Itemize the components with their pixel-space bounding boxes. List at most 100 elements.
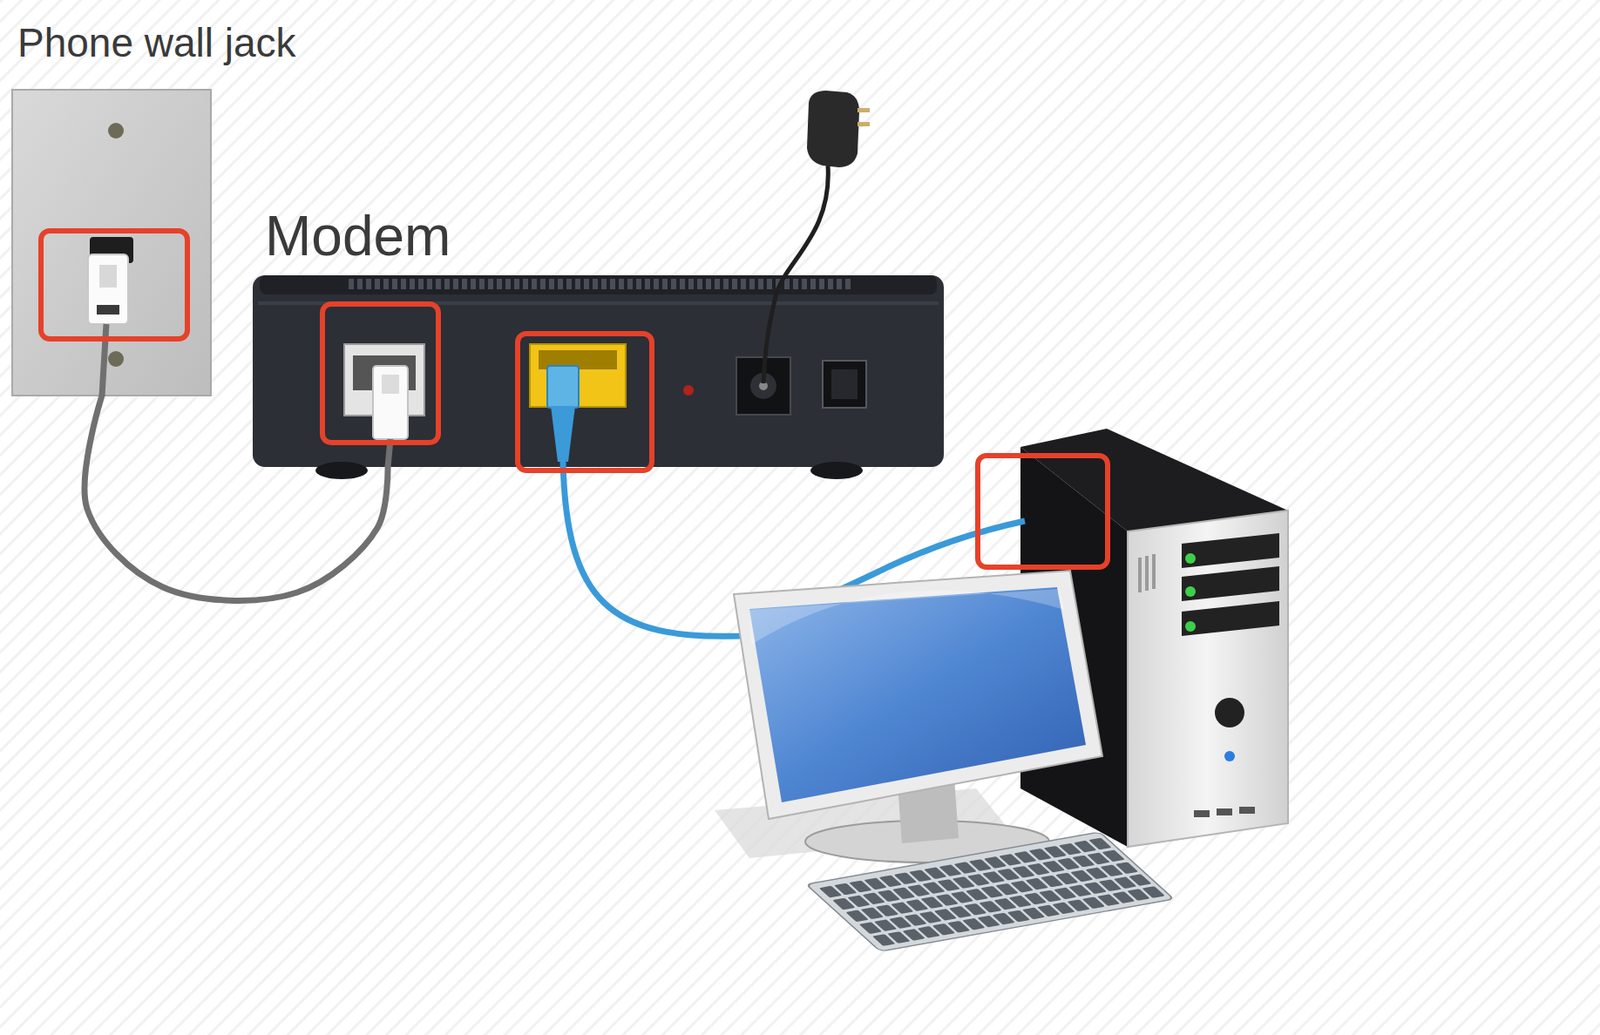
modem-housing xyxy=(688,278,694,290)
modem-housing xyxy=(383,278,389,290)
modem-housing xyxy=(662,278,668,290)
keyboard xyxy=(1101,850,1125,863)
computer-tower xyxy=(1127,510,1289,848)
modem-housing xyxy=(461,278,468,290)
phone-port xyxy=(344,344,425,468)
modem-housing xyxy=(723,278,729,290)
modem-housing xyxy=(836,278,842,290)
modem-housing xyxy=(531,278,537,290)
modem-housing xyxy=(400,278,407,290)
modem-housing xyxy=(653,278,659,290)
modem-housing xyxy=(348,278,851,290)
wall-plate xyxy=(108,351,124,367)
power-jack xyxy=(831,369,858,400)
computer-tower xyxy=(1181,533,1280,569)
monitor xyxy=(733,570,1103,820)
modem-housing xyxy=(259,275,937,295)
computer-tower xyxy=(1185,586,1196,597)
keyboard xyxy=(1141,886,1165,899)
wall-plate xyxy=(99,264,117,288)
power-adapter xyxy=(857,108,870,113)
computer-tower xyxy=(1152,554,1156,590)
modem-housing xyxy=(418,278,424,290)
modem-housing xyxy=(819,278,825,290)
power-jack xyxy=(683,385,694,396)
wall-plate xyxy=(88,254,129,325)
phone-port xyxy=(372,366,408,440)
modem-housing xyxy=(374,278,380,290)
wall-plate xyxy=(101,324,107,396)
modem-housing xyxy=(409,278,415,290)
modem-housing xyxy=(252,275,944,468)
monitor xyxy=(749,587,1086,803)
modem-housing xyxy=(575,278,581,290)
wall-plate xyxy=(12,89,211,396)
computer-tower xyxy=(1181,566,1280,602)
phone-port xyxy=(381,374,400,394)
modem-housing xyxy=(784,278,790,290)
highlight-box xyxy=(322,304,439,443)
modem-housing xyxy=(644,278,651,290)
modem-housing xyxy=(348,278,354,290)
modem-housing xyxy=(549,278,555,290)
modem-housing xyxy=(758,278,764,290)
modem-housing xyxy=(697,278,703,290)
keyboard xyxy=(806,832,1174,952)
modem-housing xyxy=(583,278,590,290)
modem-housing xyxy=(470,278,476,290)
phone-cable xyxy=(84,395,388,601)
ethernet-port xyxy=(529,344,626,462)
power-jack xyxy=(822,360,867,408)
computer-tower xyxy=(1185,553,1196,564)
modem-housing xyxy=(671,278,677,290)
modem-housing xyxy=(522,278,529,290)
modem-housing xyxy=(366,278,372,290)
computer-tower xyxy=(1224,751,1235,762)
modem-housing xyxy=(505,278,511,290)
computer-tower xyxy=(1181,601,1280,637)
modem-housing xyxy=(766,278,773,290)
modem-housing xyxy=(810,461,863,480)
computer-tower xyxy=(1185,621,1196,632)
modem-housing xyxy=(845,278,851,290)
highlight-box xyxy=(977,455,1108,568)
wall-plate xyxy=(108,122,124,139)
modem-housing xyxy=(740,278,746,290)
ethernet-port xyxy=(547,366,579,408)
keyboard xyxy=(1088,838,1112,851)
wall-jack: Phone wall jack xyxy=(12,89,211,396)
modem-housing xyxy=(514,278,520,290)
highlight-box xyxy=(40,230,188,339)
keyboard xyxy=(806,832,1174,952)
modem-box: Modem xyxy=(252,273,944,468)
modem-housing xyxy=(252,275,944,480)
keyboard xyxy=(1115,861,1139,875)
modem-housing xyxy=(601,278,607,290)
power-adapter xyxy=(806,90,860,168)
power-adapter xyxy=(763,90,870,384)
modem-housing xyxy=(627,278,633,290)
computer-tower xyxy=(1145,555,1149,591)
computer-tower xyxy=(1138,557,1142,593)
monitor xyxy=(749,589,1065,645)
monitor xyxy=(714,570,1103,863)
power-adapter xyxy=(763,165,828,384)
device-label: Modem xyxy=(264,204,451,270)
modem-housing xyxy=(488,278,494,290)
modem-housing xyxy=(427,278,433,290)
modem-housing xyxy=(392,278,398,290)
ethernet-port xyxy=(550,406,576,462)
modem-housing xyxy=(315,461,368,480)
modem-housing xyxy=(618,278,624,290)
modem-housing xyxy=(679,278,685,290)
modem-housing xyxy=(357,278,363,290)
modem-housing xyxy=(592,278,598,290)
keyboard xyxy=(819,838,1166,947)
modem-housing xyxy=(705,278,712,290)
wall-plate xyxy=(96,305,120,315)
power-jack xyxy=(683,357,867,415)
modem-housing xyxy=(636,278,642,290)
